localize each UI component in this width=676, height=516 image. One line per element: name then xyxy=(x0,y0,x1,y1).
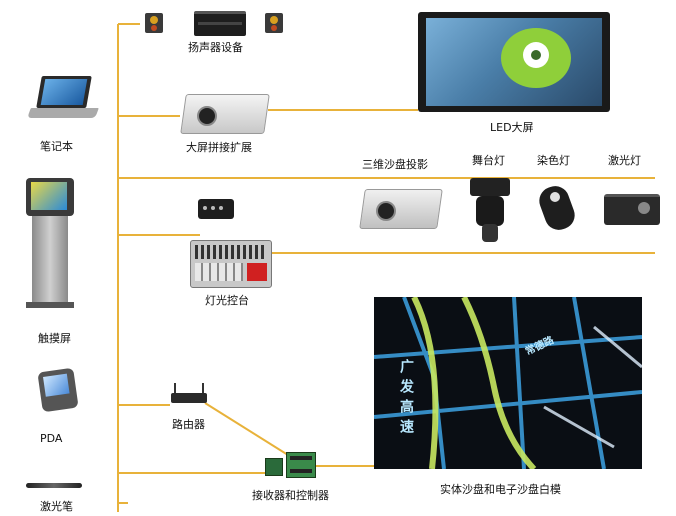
dye-light-icon xyxy=(535,182,579,238)
amplifier-icon xyxy=(194,11,246,36)
map-overlay-text-1: 广发高速 xyxy=(398,359,414,439)
stage-light-icon xyxy=(466,176,514,246)
light-console-icon xyxy=(190,240,272,288)
laptop-icon xyxy=(27,76,99,122)
wire-router-receiver xyxy=(204,402,289,456)
sand-table-label: 实体沙盘和电子沙盘白模 xyxy=(440,483,561,496)
laser-pen-icon xyxy=(26,483,82,488)
sand-table-map-graphic xyxy=(374,297,642,469)
monster-figure-icon xyxy=(501,28,571,88)
laser-light-icon xyxy=(600,194,666,228)
receiver-board-icon xyxy=(265,458,283,476)
controller-board-icon xyxy=(286,452,316,478)
led-screen xyxy=(418,12,610,112)
router-label: 路由器 xyxy=(172,418,205,431)
speaker-left-icon xyxy=(145,13,163,33)
router-icon xyxy=(171,383,207,405)
pda-icon xyxy=(34,367,80,413)
speaker-right-icon xyxy=(265,13,283,33)
speakers-label: 扬声器设备 xyxy=(188,41,243,54)
projection-3d-label: 三维沙盘投影 xyxy=(362,158,428,171)
receiver-controller-label: 接收器和控制器 xyxy=(252,489,329,502)
laptop-label: 笔记本 xyxy=(40,140,73,153)
sand-table-image: 广发高速 常德路 xyxy=(374,297,642,469)
pda-label: PDA xyxy=(40,432,63,445)
laser-pen-label: 激光笔 xyxy=(40,500,73,513)
dmx-interface-icon xyxy=(198,199,234,219)
led-screen-display xyxy=(426,18,602,106)
projector-stitch-label: 大屏拼接扩展 xyxy=(186,141,252,154)
touchscreen-kiosk-icon xyxy=(22,178,78,310)
projector-stitch-icon xyxy=(180,88,270,134)
dye-light-label: 染色灯 xyxy=(537,154,570,167)
light-console-label: 灯光控台 xyxy=(205,294,249,307)
stage-light-label: 舞台灯 xyxy=(472,154,505,167)
led-screen-label: LED大屏 xyxy=(490,121,534,134)
projector-3d-icon xyxy=(359,185,443,229)
laser-light-label: 激光灯 xyxy=(608,154,641,167)
touchscreen-label: 触摸屏 xyxy=(38,332,71,345)
